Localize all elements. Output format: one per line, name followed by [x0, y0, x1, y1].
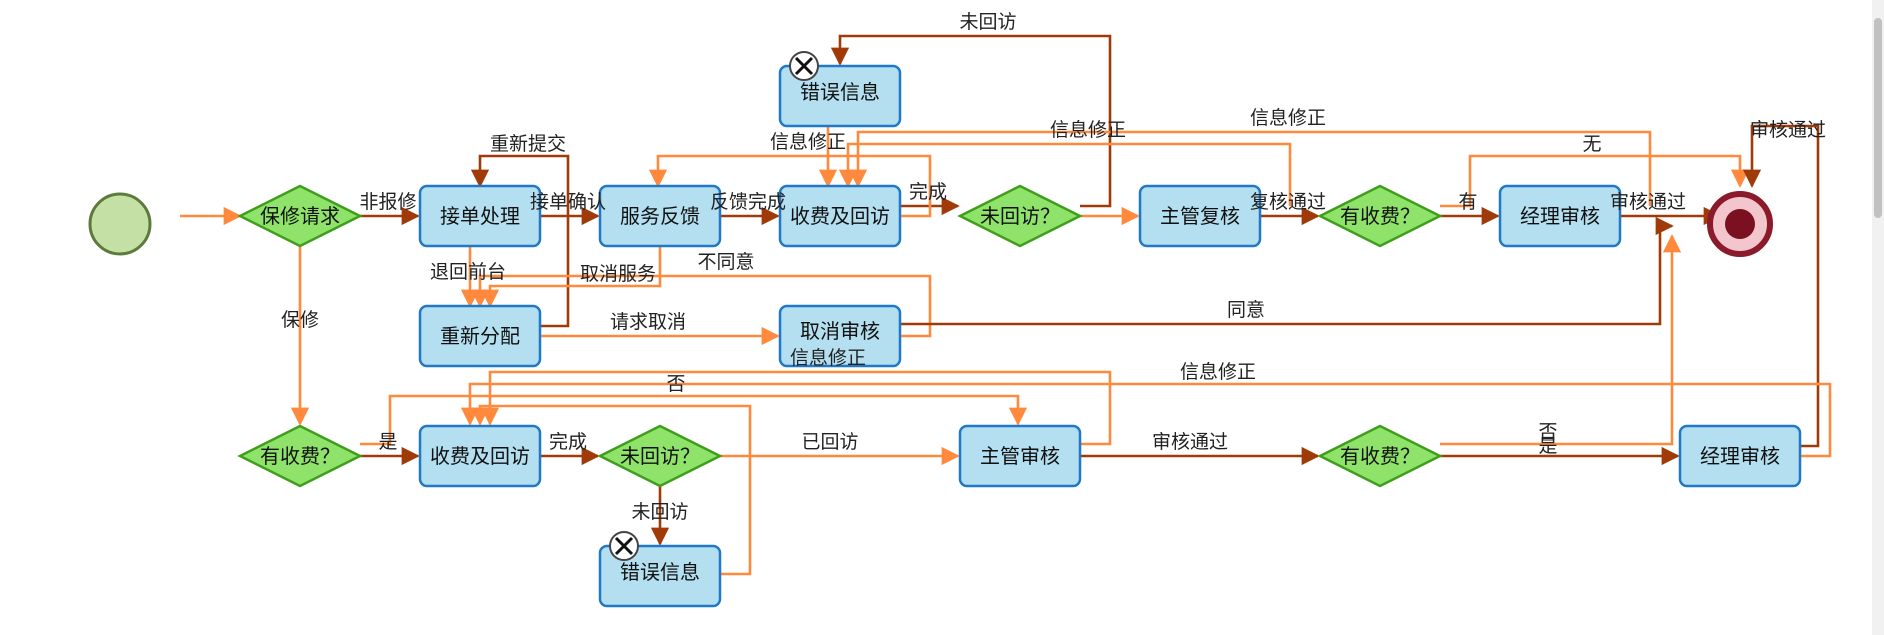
- task-reassign[interactable]: 重新分配: [418, 304, 542, 368]
- gateway-has-fee-top-label: 有收费？: [1340, 204, 1420, 228]
- error-x-icon: [609, 531, 639, 561]
- label-not-visited-top: 未回访: [959, 11, 1016, 33]
- edge-resubmit: [470, 154, 570, 328]
- task-manager-review-bottom-label: 经理审核: [1700, 444, 1780, 468]
- task-supervisor-recheck[interactable]: 主管复核: [1138, 184, 1262, 248]
- task-service-feedback[interactable]: 服务反馈: [598, 184, 722, 248]
- label-visited-bottom: 已回访: [801, 431, 858, 453]
- task-service-feedback-label: 服务反馈: [620, 204, 700, 228]
- task-error-info-top[interactable]: 错误信息: [778, 64, 902, 128]
- task-cancel-review[interactable]: 取消审核: [778, 304, 902, 368]
- edge-error-bottom-to-charge: [470, 404, 752, 576]
- start-event[interactable]: [88, 192, 152, 256]
- label-done-bottom: 完成: [549, 431, 587, 453]
- gateway-has-fee-bottom[interactable]: 有收费？: [237, 424, 363, 488]
- label-yes-bottom2: 是: [1538, 435, 1557, 457]
- edge-disagree: [470, 274, 932, 338]
- vertical-scrollbar[interactable]: [1872, 0, 1884, 635]
- task-error-info-bottom[interactable]: 错误信息: [598, 544, 722, 608]
- gateway-not-visited-top[interactable]: 未回访？: [957, 184, 1083, 248]
- label-recheck-pass: 复核通过: [1250, 191, 1326, 213]
- task-charge-visit-bottom[interactable]: 收费及回访: [418, 424, 542, 488]
- edge-not-visited-top: [830, 34, 1112, 208]
- gateway-has-fee-bottom-label: 有收费？: [260, 444, 340, 468]
- gateway-has-fee-top[interactable]: 有收费？: [1317, 184, 1443, 248]
- gateway-not-visited-bottom[interactable]: 未回访？: [597, 424, 723, 488]
- edge-cancel-service: [480, 246, 662, 308]
- edge-info-fix-manager-bottom: [460, 382, 1832, 458]
- gateway-not-visited-top-label: 未回访？: [980, 204, 1060, 228]
- task-charge-visit-top[interactable]: 收费及回访: [778, 184, 902, 248]
- label-info-fix-bottom: 信息修正: [1180, 361, 1256, 383]
- label-warranty: 保修: [281, 309, 319, 331]
- edge-agree: [900, 216, 1674, 326]
- label-has-top: 有: [1458, 191, 1477, 213]
- label-no-bottom2: 否: [1538, 421, 1557, 443]
- label-resubmit: 重新提交: [490, 133, 566, 155]
- label-review-pass-right: 审核通过: [1750, 119, 1826, 141]
- gateway-has-fee-bottom2-label: 有收费？: [1340, 444, 1420, 468]
- edge-info-fix-bottom: [480, 370, 1112, 446]
- task-manager-review-top-label: 经理审核: [1520, 204, 1600, 228]
- label-request-cancel: 请求取消: [610, 311, 686, 333]
- label-not-visited-bottom: 未回访: [631, 501, 688, 523]
- edge-info-fix-3: [648, 154, 932, 218]
- edge-info-fix-1: [838, 142, 1292, 206]
- task-supervisor-recheck-label: 主管复核: [1160, 204, 1240, 228]
- label-review-pass-top: 审核通过: [1610, 191, 1686, 213]
- label-none-top: 无: [1582, 133, 1601, 155]
- task-error-info-top-label: 错误信息: [800, 80, 880, 104]
- label-info-fix-cancel: 信息修正: [790, 347, 866, 369]
- end-event[interactable]: [1707, 191, 1773, 257]
- label-info-fix-3: 信息修正: [1250, 107, 1326, 129]
- gateway-has-fee-bottom2[interactable]: 有收费？: [1317, 424, 1443, 488]
- edge-none-top: [1440, 154, 1750, 208]
- label-info-fix-1: 信息修正: [770, 131, 846, 153]
- gateway-repair-request[interactable]: 保修请求: [237, 184, 363, 248]
- label-non-warranty: 非报修: [359, 191, 416, 213]
- task-charge-visit-top-label: 收费及回访: [790, 204, 890, 228]
- label-info-fix-2: 信息修正: [1050, 119, 1126, 141]
- edge-review-pass-right: [1742, 124, 1820, 448]
- label-no-bottom: 否: [666, 373, 685, 395]
- task-manager-review-bottom[interactable]: 经理审核: [1678, 424, 1802, 488]
- label-review-pass-bottom: 审核通过: [1152, 431, 1228, 453]
- label-feedback-done: 反馈完成: [710, 191, 786, 213]
- task-charge-visit-bottom-label: 收费及回访: [430, 444, 530, 468]
- task-accept-order-label: 接单处理: [440, 204, 520, 228]
- error-x-icon: [789, 51, 819, 81]
- gateway-repair-request-label: 保修请求: [260, 204, 340, 228]
- task-reassign-label: 重新分配: [440, 324, 520, 348]
- task-cancel-review-label: 取消审核: [800, 319, 880, 343]
- label-order-confirm: 接单确认: [530, 191, 606, 213]
- label-done-top: 完成: [909, 181, 947, 203]
- label-agree: 同意: [1227, 299, 1265, 321]
- edge-info-fix-2: [848, 130, 1652, 206]
- label-cancel-service: 取消服务: [580, 263, 656, 285]
- scrollbar-thumb[interactable]: [1874, 18, 1882, 218]
- gateway-not-visited-bottom-label: 未回访？: [620, 444, 700, 468]
- task-supervisor-review-bottom-label: 主管审核: [980, 444, 1060, 468]
- edge-no-bottom2: [1440, 234, 1682, 446]
- edge-no-bottom: [360, 394, 1028, 446]
- label-back-to-front: 退回前台: [430, 261, 506, 283]
- label-yes-bottom: 是: [378, 431, 397, 453]
- task-accept-order[interactable]: 接单处理: [418, 184, 542, 248]
- task-supervisor-review-bottom[interactable]: 主管审核: [958, 424, 1082, 488]
- task-manager-review-top[interactable]: 经理审核: [1498, 184, 1622, 248]
- label-disagree: 不同意: [697, 251, 754, 273]
- task-error-info-bottom-label: 错误信息: [620, 560, 700, 584]
